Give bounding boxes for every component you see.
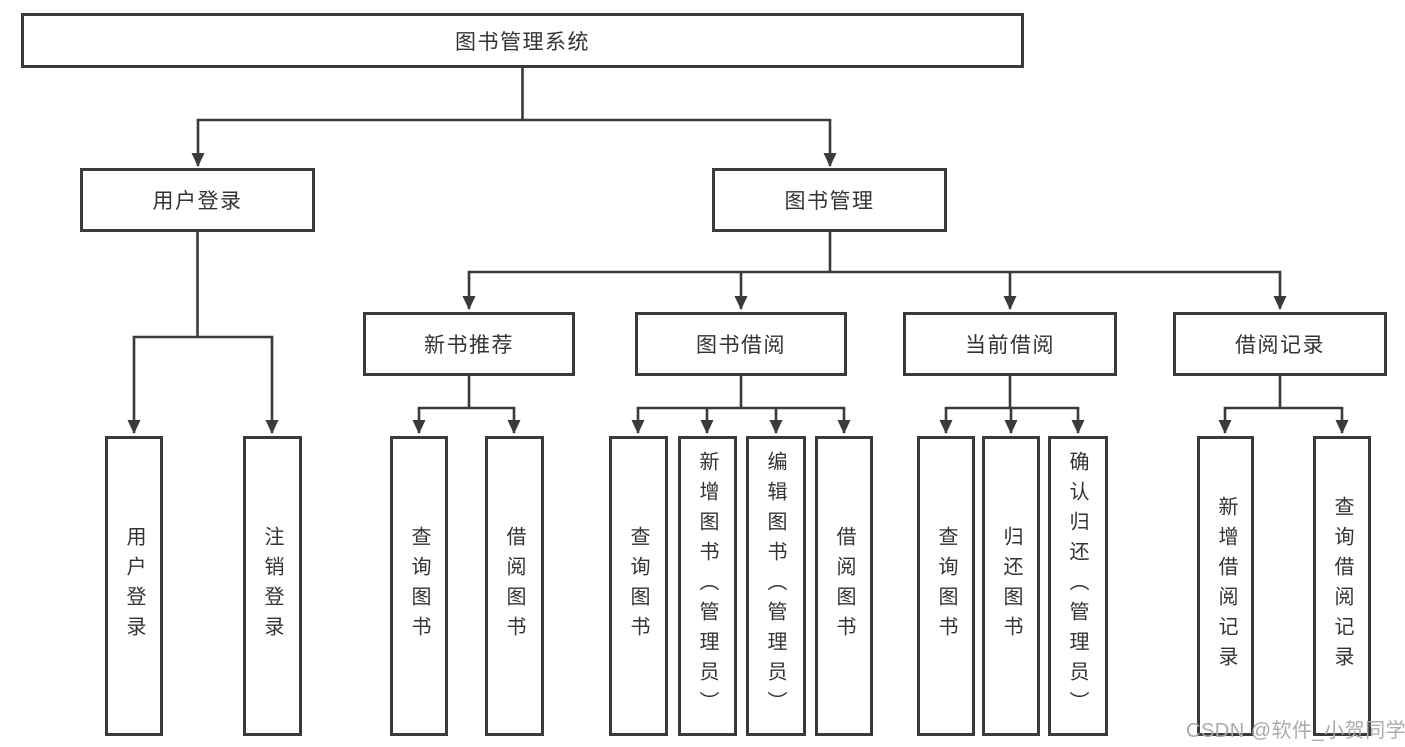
node-book-borrowing: 图书借阅 <box>635 312 847 376</box>
node-leaf-logout: 注销登录 <box>243 436 302 736</box>
node-current-query-books: 查询图书 <box>917 436 975 736</box>
node-borrowing-edit-books-admin: 编辑图书（管理员） <box>746 436 806 736</box>
connector-new-book-recommend-children <box>412 374 521 434</box>
node-recommend-borrow-books: 借阅图书 <box>485 436 544 736</box>
connector-user-login-children <box>127 230 279 434</box>
node-current-borrowing: 当前借阅 <box>903 312 1117 376</box>
connector-root-to-level2 <box>191 66 837 167</box>
csdn-watermark: CSDN @软件_小贺同学 <box>1186 720 1405 742</box>
connector-borrowing-records-children <box>1218 374 1349 434</box>
connector-current-borrowing-children <box>939 374 1085 434</box>
node-borrowing-query-books: 查询图书 <box>609 436 668 736</box>
node-current-return-books: 归还图书 <box>982 436 1040 736</box>
connector-book-borrowing-children <box>631 374 851 434</box>
node-borrowing-records: 借阅记录 <box>1173 312 1387 376</box>
node-user-login: 用户登录 <box>80 168 315 232</box>
connector-book-management-children <box>462 230 1287 310</box>
node-records-query-record: 查询借阅记录 <box>1313 436 1371 736</box>
node-leaf-user-login: 用户登录 <box>105 436 163 736</box>
node-recommend-query-books: 查询图书 <box>390 436 448 736</box>
node-library-system-root: 图书管理系统 <box>21 13 1024 68</box>
node-borrowing-add-books-admin: 新增图书（管理员） <box>678 436 737 736</box>
node-current-confirm-return-admin: 确认归还（管理员） <box>1048 436 1108 736</box>
node-records-add-record: 新增借阅记录 <box>1197 436 1254 736</box>
node-new-book-recommend: 新书推荐 <box>363 312 575 376</box>
node-borrowing-borrow-books: 借阅图书 <box>815 436 873 736</box>
node-book-management: 图书管理 <box>712 168 947 232</box>
